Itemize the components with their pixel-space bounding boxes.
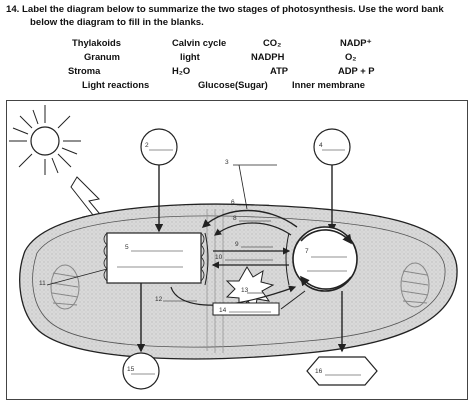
word-nadp: NADP⁺ <box>340 37 372 48</box>
blank-15-number: 15 <box>127 366 135 373</box>
blank-12-number: 12 <box>155 296 163 303</box>
word-atp: ATP <box>270 65 289 76</box>
word-h2o: H₂O <box>172 65 191 76</box>
blank-8-number: 8 <box>233 215 237 222</box>
sun-icon <box>9 105 81 175</box>
word-glucose: Glucose(Sugar) <box>198 79 268 90</box>
word-light-reactions: Light reactions <box>82 79 150 90</box>
word-inner-membrane: Inner membrane <box>292 79 365 90</box>
word-stroma: Stroma <box>68 65 101 76</box>
word-light: light <box>180 51 200 62</box>
blank-4-number: 4 <box>319 142 323 149</box>
word-o2: O₂ <box>345 51 357 62</box>
blank-5-number: 5 <box>125 244 129 251</box>
diagram-svg: 3 2 4 5 7 6 8 9 <box>9 105 458 390</box>
blank-5-box <box>106 232 202 284</box>
blank-11-pointer <box>46 268 108 286</box>
blank-9-number: 9 <box>235 241 239 248</box>
word-thylakoids: Thylakoids <box>72 37 121 48</box>
blank-3-number: 3 <box>225 159 229 166</box>
photosynthesis-diagram: 3 2 4 5 7 6 8 9 <box>6 100 468 400</box>
blank-6-number: 6 <box>231 199 235 206</box>
granum-left <box>50 264 80 310</box>
blank-16-hexagon <box>306 356 378 386</box>
blank-13-number: 13 <box>241 287 249 294</box>
question-instruction-1: Label the diagram below to summarize the… <box>22 4 444 15</box>
blank-15-circle <box>122 352 160 390</box>
word-adp-p: ADP + P <box>338 65 375 76</box>
blank-7-calvin-cycle <box>292 226 358 292</box>
word-granum: Granum <box>84 51 120 62</box>
question-number: 14. <box>6 4 20 15</box>
blank-16-number: 16 <box>315 368 323 375</box>
granum-right <box>400 262 430 308</box>
blank-7-number: 7 <box>305 248 309 255</box>
chloroplast-inner-membrane <box>32 215 446 348</box>
question-header: 14. Label the diagram below to summarize… <box>6 3 468 29</box>
word-calvin-cycle: Calvin cycle <box>172 37 227 48</box>
blank-14-number: 14 <box>219 307 227 314</box>
question-text-line-1: 14. Label the diagram below to summarize… <box>6 3 468 16</box>
blank-2-number: 2 <box>145 142 149 149</box>
word-co2: CO₂ <box>263 37 282 48</box>
blank-11-number: 11 <box>39 280 46 287</box>
word-nadph: NADPH <box>251 51 285 62</box>
question-instruction-2: below the diagram to fill in the blanks. <box>30 17 204 28</box>
blank-10-number: 10 <box>215 254 223 261</box>
